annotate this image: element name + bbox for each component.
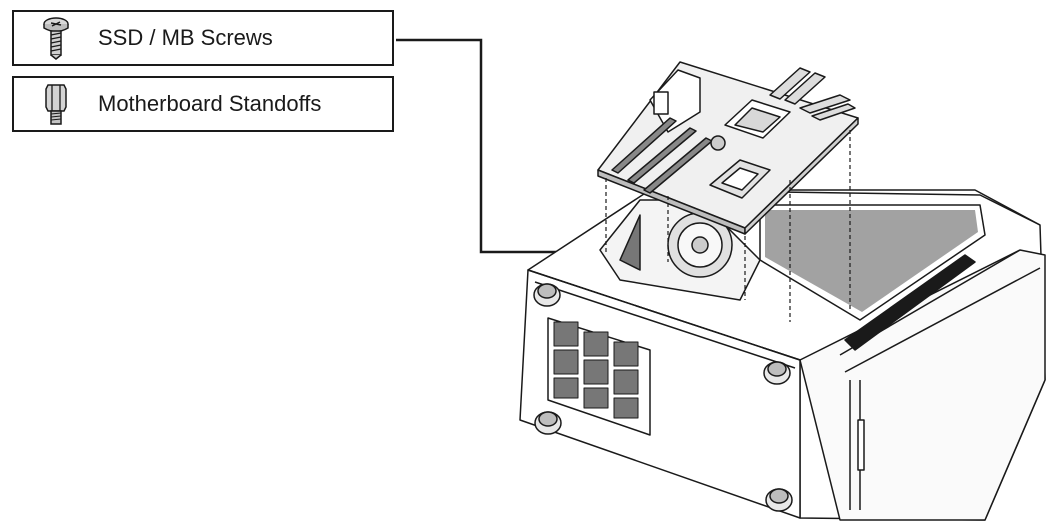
- case-feet: [533, 283, 793, 512]
- standoff-guides: [605, 130, 851, 322]
- leader-line: [396, 38, 610, 254]
- case-interior: [599, 199, 761, 301]
- motherboard: [597, 61, 859, 235]
- standoff-icon: [36, 80, 76, 128]
- legend-screws-box: SSD / MB Screws: [12, 10, 394, 66]
- mesh-panel: [759, 204, 986, 321]
- legend-screws-label: SSD / MB Screws: [98, 25, 273, 50]
- legend-standoffs-box: Motherboard Standoffs: [12, 76, 394, 132]
- screw-icon: [36, 14, 76, 62]
- legend-standoffs-label: Motherboard Standoffs: [98, 91, 322, 116]
- dust-filter-grid: [553, 321, 639, 419]
